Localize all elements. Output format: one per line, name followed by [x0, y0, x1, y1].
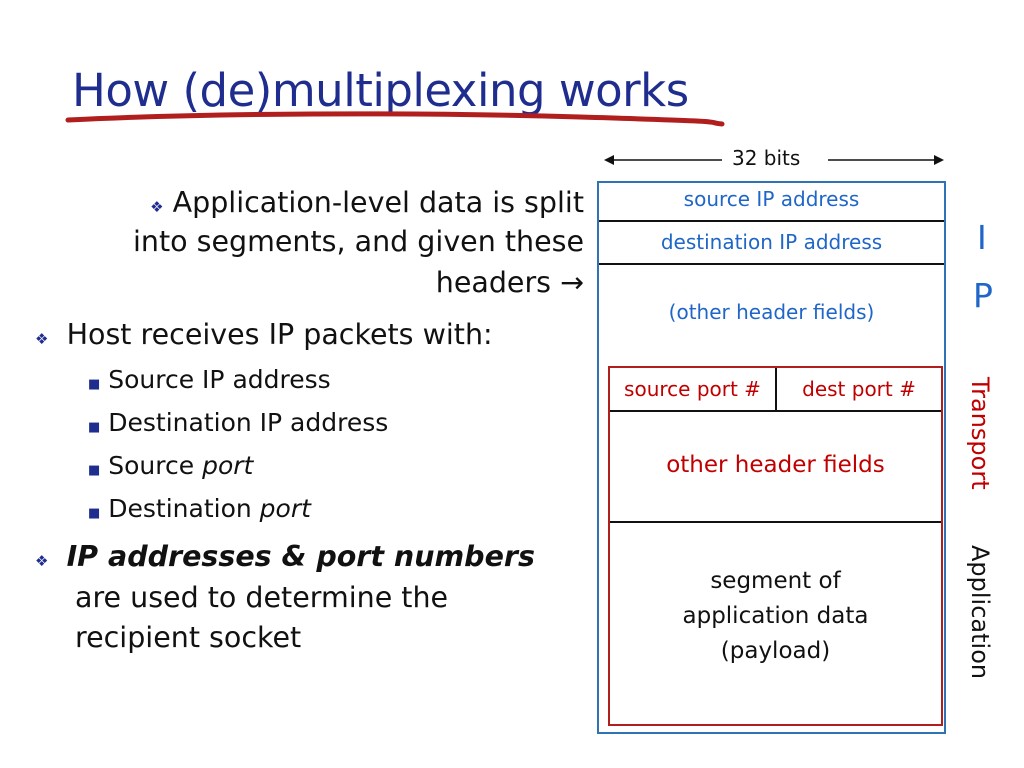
bullet-1-line-1: ❖ Application-level data is split	[150, 183, 584, 227]
sub-bullet-2-text: Destination IP address	[108, 408, 389, 437]
diamond-bullet-icon: ❖	[35, 330, 49, 348]
bullet-3-line-3: recipient socket	[75, 621, 302, 654]
sub-bullet-2: ■ Destination IP address	[88, 407, 388, 444]
bullet-1-text-3: headers	[435, 266, 552, 299]
bullet-1-line-2: into segments, and given these	[133, 225, 584, 258]
bullet-3-line-1: ❖ IP addresses & port numbers	[35, 537, 535, 581]
bits-arrow-right-icon	[828, 155, 944, 165]
square-bullet-icon: ■	[88, 463, 101, 478]
square-bullet-icon: ■	[88, 506, 101, 521]
sub-bullet-3-port: port	[202, 451, 254, 480]
layer-label-ip-p: P	[973, 276, 993, 315]
sub-bullet-4-text: Destination	[108, 494, 252, 523]
layer-label-ip-i: I	[977, 218, 987, 257]
ip-header-box	[597, 181, 946, 734]
sub-bullet-3: ■ Source port	[88, 450, 253, 487]
layer-label-transport: Transport	[966, 377, 994, 490]
sub-bullet-4: ■ Destination port	[88, 493, 311, 530]
diamond-bullet-icon: ❖	[150, 198, 164, 216]
transport-other-fields: other header fields	[666, 452, 885, 478]
square-bullet-icon: ■	[88, 420, 101, 435]
transport-header-box	[608, 366, 943, 726]
payload-line-3: (payload)	[720, 638, 831, 664]
dest-port-field: dest port #	[802, 377, 916, 401]
payload-divider	[610, 521, 941, 523]
ip-source-field: source IP address	[683, 187, 860, 211]
ip-row-divider	[599, 263, 944, 265]
sub-bullet-1-text: Source IP address	[108, 365, 331, 394]
bullet-2: ❖ Host receives IP packets with:	[35, 315, 493, 359]
title-underline	[65, 111, 725, 127]
ip-destination-field: destination IP address	[660, 230, 883, 254]
bits-label: 32 bits	[732, 146, 801, 170]
layer-label-application: Application	[966, 545, 994, 680]
port-divider	[775, 368, 777, 412]
bits-arrow-left-icon	[604, 155, 722, 165]
square-bullet-icon: ■	[88, 377, 101, 392]
bullet-1-line-3: headers →	[436, 263, 584, 303]
bullet-3-bold-text: IP addresses & port numbers	[66, 540, 535, 573]
sub-bullet-3-text: Source	[108, 451, 195, 480]
source-port-field: source port #	[624, 377, 761, 401]
payload-line-2: application data	[682, 603, 869, 629]
right-arrow-icon: →	[560, 266, 584, 299]
page-title: How (de)multiplexing works	[72, 64, 689, 117]
bullet-2-text: Host receives IP packets with:	[66, 318, 493, 351]
diamond-bullet-icon: ❖	[35, 552, 49, 570]
bullet-1-text-1: Application-level data is split	[172, 186, 584, 219]
sub-bullet-1: ■ Source IP address	[88, 364, 331, 401]
payload-line-1: segment of	[710, 568, 841, 594]
ip-row-divider	[599, 220, 944, 222]
sub-bullet-4-port: port	[259, 494, 311, 523]
bullet-3-line-2: are used to determine the	[75, 581, 449, 614]
ip-other-fields: (other header fields)	[668, 300, 875, 324]
